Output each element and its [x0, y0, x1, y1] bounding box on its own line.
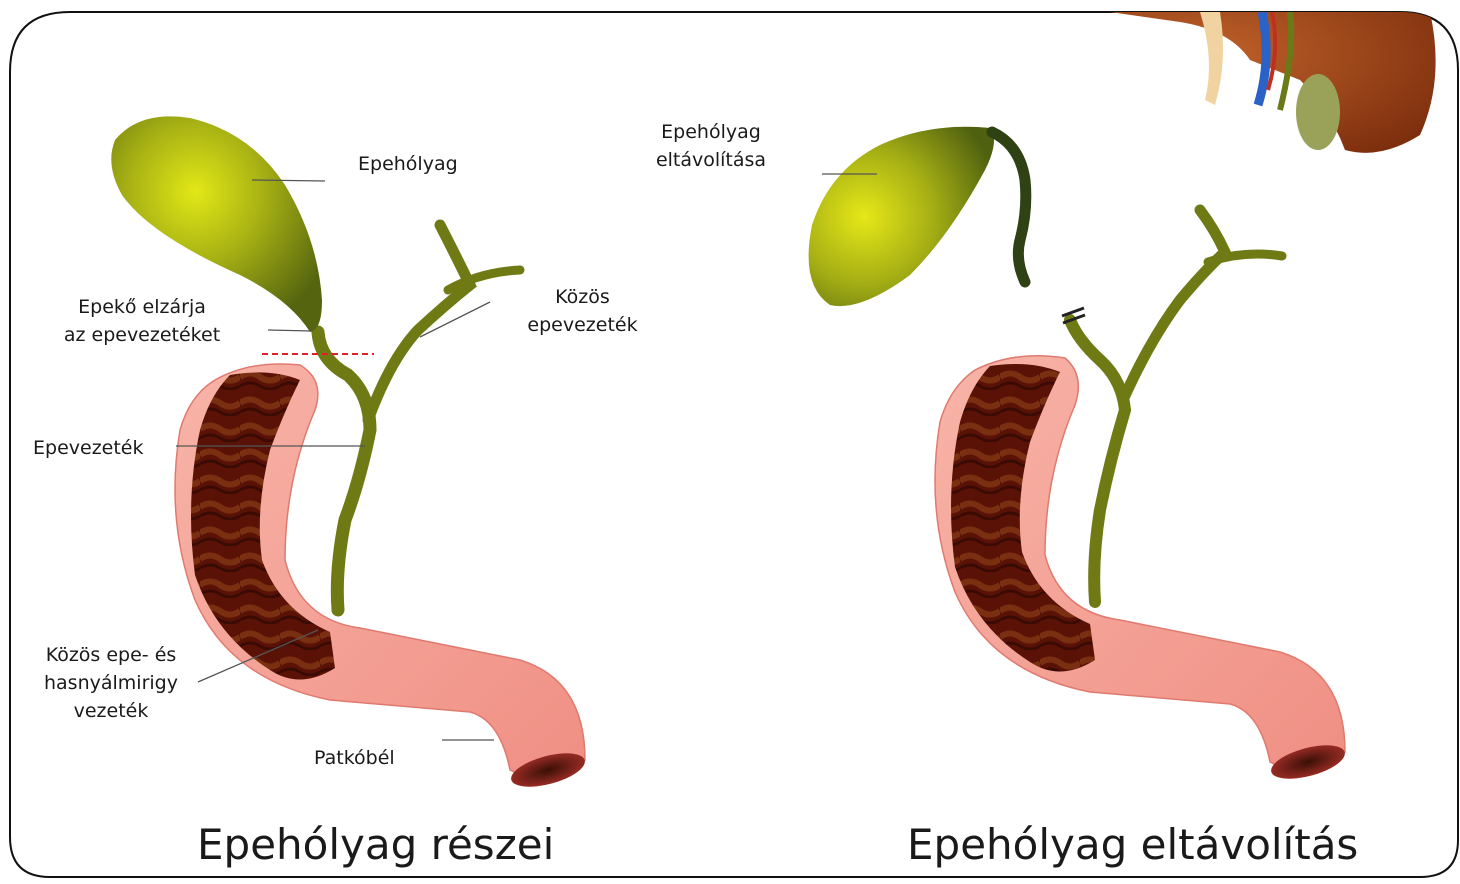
label-duodenum: Patkóbél [314, 744, 395, 772]
label-gallbladder: Epehólyag [358, 150, 458, 178]
label-common-bile-duct: Közös epevezeték [500, 283, 665, 339]
label-bile-duct: Epevezeték [33, 434, 144, 462]
right-anatomy [809, 127, 1349, 786]
label-pancreatic-duct: Közös epe- és hasnyálmirigy vezeték [25, 641, 197, 725]
label-gallstone-blockage: Epekő elzárja az epevezetéket [52, 293, 232, 349]
bile-duct-right [1070, 320, 1125, 602]
left-panel-title: Epehólyag részei [197, 820, 554, 869]
cystic-duct-removed [992, 132, 1026, 282]
right-panel-title: Epehólyag eltávolítás [907, 820, 1358, 869]
liver-illustration [1110, 12, 1436, 153]
label-gallbladder-removal: Epehólyag eltávolítása [640, 118, 782, 174]
leader-blockage [268, 330, 312, 331]
bile-duct-left [318, 332, 370, 610]
gallbladder-right [809, 127, 994, 306]
